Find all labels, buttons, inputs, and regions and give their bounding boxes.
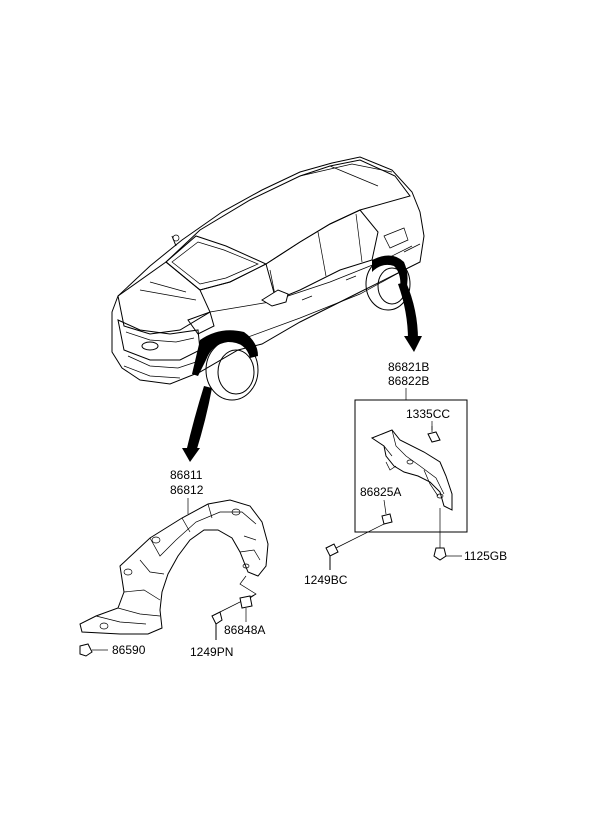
label-front-screw: 1249PN: [190, 645, 233, 659]
front-clip-shape: [239, 595, 253, 609]
rear-screw-shape: [325, 543, 339, 557]
front-wheel-guard-liner: [79, 499, 269, 635]
front-screw-shape: [211, 611, 223, 625]
label-front-clip: 86848A: [224, 623, 265, 637]
rear-bracket-shape: [381, 513, 393, 525]
front-nut-shape: [79, 643, 93, 657]
car-illustration: [111, 156, 425, 401]
label-rear-bracket: 86825A: [360, 485, 401, 499]
label-front-liner-b: 86812: [170, 483, 204, 497]
rear-pointer-arrow: [398, 282, 422, 352]
label-front-nut: 86590: [112, 643, 146, 657]
label-rear-screw: 1249BC: [304, 573, 348, 587]
front-liner-group: 86811 86812 1249PN 86848A 86590: [79, 468, 269, 659]
label-rear-clip: 1335CC: [406, 407, 450, 421]
rear-group-frame: [354, 399, 468, 533]
label-front-liner-a: 86811: [170, 468, 203, 482]
rear-wheel-guard-liner: [370, 429, 453, 511]
front-pointer-arrow: [182, 386, 212, 462]
rear-clip-shape: [427, 431, 441, 443]
label-rear-liner-a: 86821B: [388, 360, 429, 374]
label-rear-bolt: 1125GB: [464, 549, 507, 563]
label-rear-liner-b: 86822B: [388, 374, 429, 388]
rear-liner-group: 86821B 86822B 1335CC 86825A 1125GB 1249B…: [304, 360, 507, 587]
rear-bolt-shape: [433, 547, 447, 561]
